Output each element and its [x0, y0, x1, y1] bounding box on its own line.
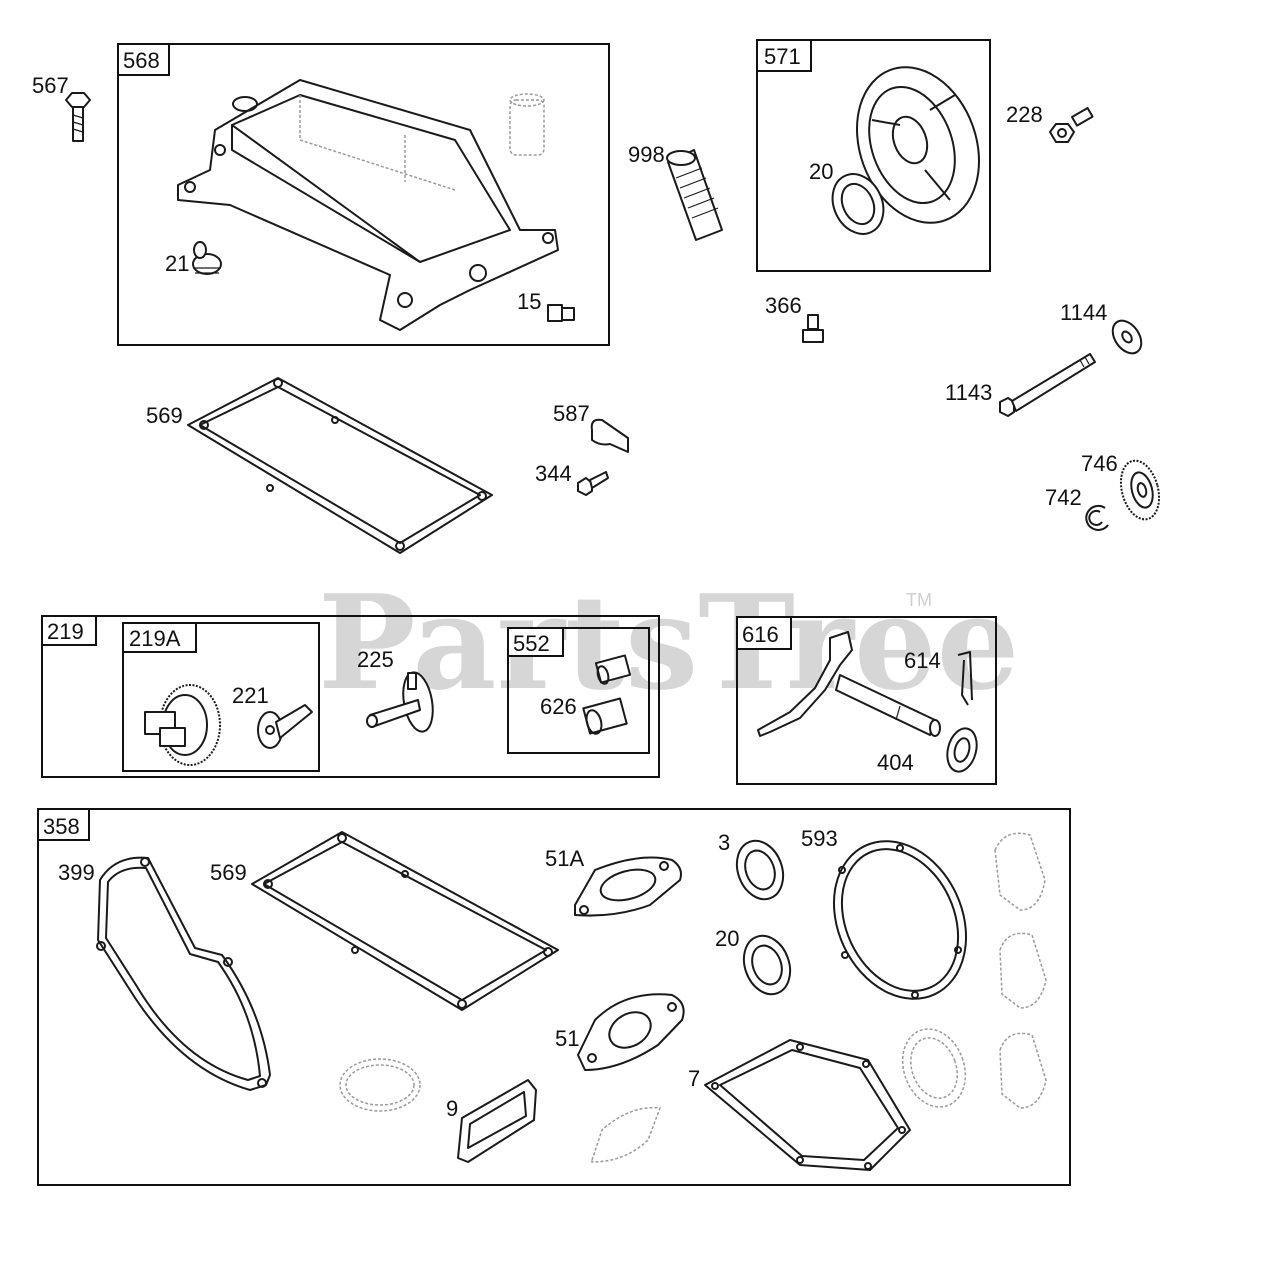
washer-404-drawing[interactable]: [943, 725, 981, 775]
group-label-358: 358: [43, 814, 80, 839]
label-9: 9: [446, 1096, 458, 1121]
group-label-552: 552: [513, 631, 550, 656]
label-404: 404: [877, 750, 914, 775]
label-1143: 1143: [945, 380, 992, 405]
label-614: 614: [904, 648, 941, 673]
label-569-bottom: 569: [210, 860, 247, 885]
label-344: 344: [535, 461, 572, 486]
housing-568-drawing[interactable]: [177, 79, 559, 331]
label-567: 567: [32, 73, 69, 98]
group-616[interactable]: 616: [736, 616, 997, 785]
gasket-7-drawing[interactable]: [704, 1039, 911, 1171]
gasket-51-drawing[interactable]: [577, 993, 685, 1071]
bolt-567-drawing[interactable]: [65, 92, 91, 142]
governor-gear-219A-drawing[interactable]: [144, 684, 221, 766]
label-20-top: 20: [809, 159, 833, 184]
label-51: 51: [555, 1026, 579, 1051]
label-7: 7: [688, 1066, 700, 1091]
label-20-bottom: 20: [715, 926, 739, 951]
plug-15-drawing[interactable]: [547, 304, 575, 322]
group-label-219: 219: [47, 619, 84, 644]
group-label-219A: 219A: [129, 626, 181, 651]
group-358[interactable]: 358: [37, 808, 1071, 1186]
label-998: 998: [628, 142, 665, 167]
nipple-998-drawing[interactable]: [666, 149, 723, 241]
cover-571-drawing[interactable]: [836, 50, 1000, 240]
gasket-593-drawing[interactable]: [809, 819, 991, 1020]
label-21: 21: [165, 251, 189, 276]
gasket-399-drawing[interactable]: [96, 856, 271, 1091]
ghost-gaskets-drawing: [339, 832, 1047, 1163]
eclip-742-drawing[interactable]: [1085, 505, 1109, 531]
label-15: 15: [517, 289, 541, 314]
label-3: 3: [718, 830, 730, 855]
washer-1144-drawing[interactable]: [1107, 315, 1147, 358]
seal-20-top-drawing[interactable]: [823, 166, 893, 242]
group-219A[interactable]: 219A: [122, 622, 320, 772]
label-51A: 51A: [545, 846, 584, 871]
label-366: 366: [765, 293, 802, 318]
bolt-228-drawing[interactable]: [1049, 106, 1094, 143]
group-label-568: 568: [123, 48, 160, 73]
label-587: 587: [553, 401, 590, 426]
label-569-top: 569: [146, 403, 183, 428]
watermark-trademark: TM: [906, 590, 932, 610]
label-742: 742: [1045, 485, 1082, 510]
label-225: 225: [357, 647, 394, 672]
hairpin-614-drawing[interactable]: [957, 651, 973, 706]
governor-shaft-616-drawing[interactable]: [757, 631, 941, 737]
label-228: 228: [1006, 102, 1043, 127]
screw-344-drawing[interactable]: [577, 471, 609, 496]
group-571[interactable]: 571: [756, 39, 991, 272]
label-1144: 1144: [1060, 300, 1107, 325]
shaft-225-drawing[interactable]: [366, 670, 437, 734]
label-593: 593: [801, 826, 838, 851]
gasket-51A-drawing[interactable]: [574, 856, 682, 917]
group-219[interactable]: 219: [41, 615, 660, 778]
gear-746-drawing[interactable]: [1115, 456, 1165, 523]
gasket-569-top-drawing[interactable]: [187, 377, 493, 554]
seal-20-bottom-drawing[interactable]: [736, 929, 798, 1000]
label-399: 399: [58, 860, 95, 885]
gasket-569-bottom-drawing[interactable]: [251, 831, 559, 1011]
label-746: 746: [1081, 451, 1118, 476]
bushing-626-drawing[interactable]: [582, 697, 628, 736]
group-label-571: 571: [764, 44, 801, 69]
group-552[interactable]: 552: [507, 627, 650, 754]
seal-3-drawing[interactable]: [729, 834, 791, 905]
bolt-1143-drawing[interactable]: [999, 353, 1096, 417]
clip-587-drawing[interactable]: [590, 418, 629, 453]
group-label-616: 616: [742, 622, 779, 647]
pin-221-drawing[interactable]: [257, 704, 313, 749]
group-568[interactable]: 568: [117, 43, 610, 346]
label-626: 626: [540, 694, 577, 719]
screw-366-drawing[interactable]: [802, 314, 824, 343]
label-221: 221: [232, 683, 269, 708]
ghost-nipple-drawing: [509, 93, 545, 156]
bushing-552-drawing[interactable]: [594, 654, 632, 685]
gasket-9-drawing[interactable]: [457, 1079, 537, 1163]
plug-21-drawing[interactable]: [192, 241, 222, 275]
watermark-text: PartsTree: [318, 566, 1019, 719]
